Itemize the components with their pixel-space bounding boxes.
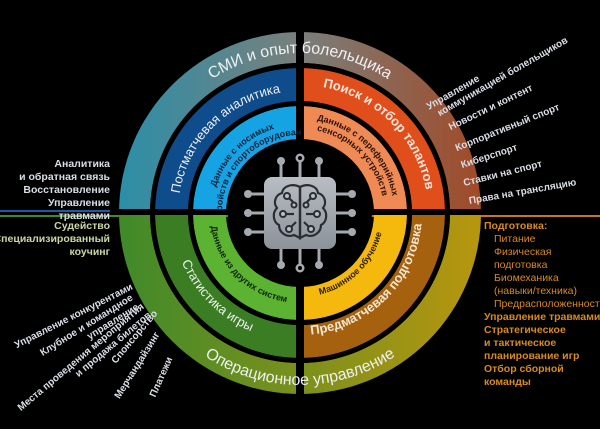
right-bottom-item: Стратегическое [484, 324, 566, 336]
outer-segment-media [119, 32, 481, 213]
preparation-heading: Подготовка: [484, 220, 548, 232]
right-bottom-item: Управление травмами [484, 311, 600, 323]
right-bottom-item: Отбор сборной команды [484, 363, 564, 388]
brain-chip-icon [244, 153, 356, 273]
inner-segment-other [193, 213, 300, 320]
left-top-item: Восстановление [23, 184, 110, 196]
middle-segment-stats [155, 213, 300, 358]
preparation-sub-item: Физическая [494, 246, 552, 258]
left-top-item: Управление травмами [47, 197, 110, 222]
preparation-sub-item: (навыки/техника) [494, 285, 578, 297]
outer-segment-ops [119, 213, 481, 394]
inner-segment-sensor [300, 106, 407, 213]
left-bottom-item: Специализированный [0, 233, 110, 245]
preparation-sub-item: Питание [494, 233, 536, 245]
preparation-sub-item: Биомеханика [494, 272, 559, 284]
left-top-item: Аналитика [54, 158, 110, 170]
preparation-sub-item: Предрасположенность [494, 298, 600, 310]
left-bottom-item: коучинг [69, 246, 111, 258]
inner-segment-ml [300, 213, 407, 320]
left-bottom-item: Судейство [54, 220, 110, 232]
right-bottom-item: и тактическое [484, 337, 557, 349]
preparation-sub-item: подготовка [494, 259, 548, 271]
left-top-item: и обратная связь [19, 171, 110, 183]
right-bottom-item: планирование игр [484, 350, 580, 362]
inner-segment-wear [193, 106, 300, 213]
middle-segment-scout [300, 68, 445, 213]
middle-segment-post [155, 68, 300, 213]
middle-segment-pre [300, 213, 445, 358]
